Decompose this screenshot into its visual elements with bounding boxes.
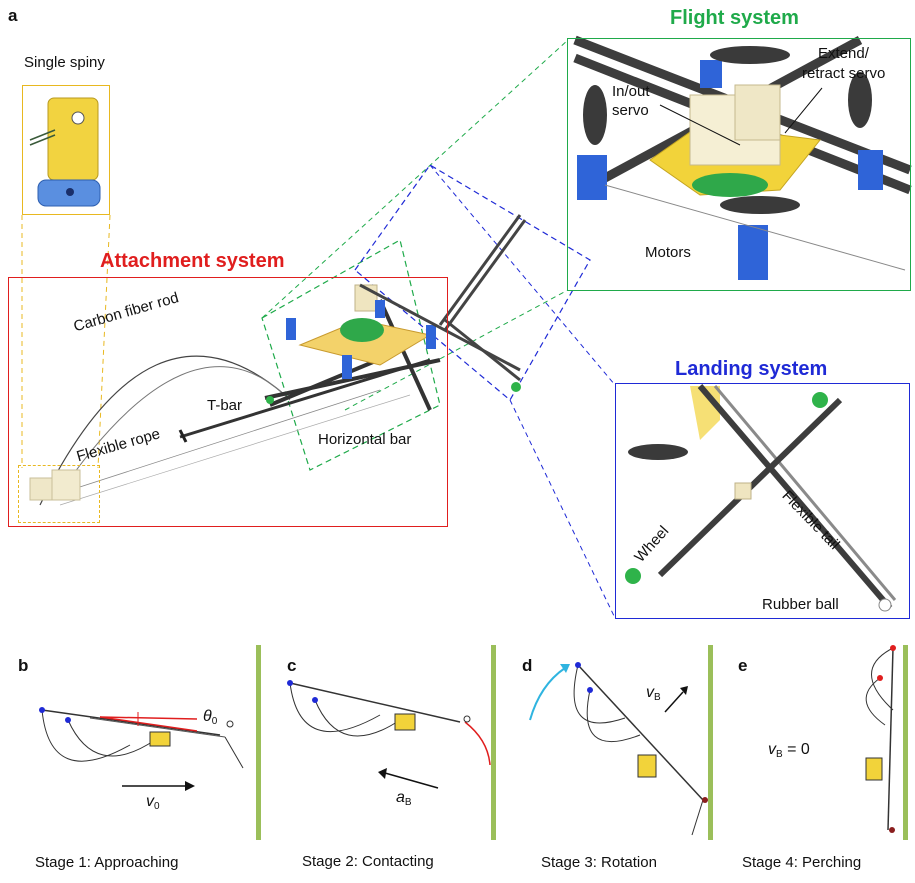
attachment-system-box xyxy=(8,277,448,527)
carbon-fiber-rod xyxy=(39,355,286,506)
in-out-servo-label-2: servo xyxy=(612,102,649,119)
stage-2-caption: Stage 2: Contacting xyxy=(302,853,434,870)
panel-e-letter: e xyxy=(738,656,748,675)
t-bar-label: T-bar xyxy=(207,397,243,414)
panel-c-letter: c xyxy=(287,656,297,675)
stage-b-diagram xyxy=(39,645,261,840)
flight-system-box xyxy=(567,38,911,291)
panel-a-letter: a xyxy=(8,6,18,25)
stage-d-diagram xyxy=(529,645,713,840)
single-spiny-box xyxy=(22,85,110,215)
single-spiny-render xyxy=(29,97,101,207)
motors-label: Motors xyxy=(645,244,691,261)
extend-servo-label-1: Extend/ xyxy=(818,45,869,62)
stage-e-diagram xyxy=(865,645,908,840)
flexible-rope-line xyxy=(54,389,381,496)
aB-label: aB xyxy=(396,789,412,808)
single-spiny-label: Single spiny xyxy=(24,54,105,71)
panel-d-letter: d xyxy=(522,656,533,675)
landing-system-box xyxy=(615,383,910,619)
in-out-servo-label-1: In/out xyxy=(612,83,650,100)
attachment-system-title: Attachment system xyxy=(100,250,285,272)
panel-b-letter: b xyxy=(18,656,29,675)
theta-zero-label: θ0 xyxy=(203,708,218,727)
stage-3-caption: Stage 3: Rotation xyxy=(541,854,657,871)
stage-4-caption: Stage 4: Perching xyxy=(742,854,862,871)
flight-dashed-box xyxy=(261,239,441,471)
flight-inset-render xyxy=(573,35,912,280)
rubber-ball-label: Rubber ball xyxy=(762,596,839,613)
landing-dashed-box xyxy=(354,164,591,401)
vB-label: vB xyxy=(646,684,661,703)
drone-center xyxy=(266,214,527,404)
stage-1-caption: Stage 1: Approaching xyxy=(35,854,179,871)
vB-zero-label: vB = 0 xyxy=(768,741,810,760)
spiny-dashed-box xyxy=(18,465,100,523)
landing-system-title: Landing system xyxy=(675,358,828,380)
stage-c-diagram xyxy=(287,645,496,840)
horizontal-bar-label: Horizontal bar xyxy=(318,431,412,448)
extend-servo-label-2: retract servo xyxy=(802,65,886,82)
flight-system-title: Flight system xyxy=(670,7,799,29)
v0-label: v0 xyxy=(146,793,160,812)
landing-inset-render xyxy=(625,384,897,612)
